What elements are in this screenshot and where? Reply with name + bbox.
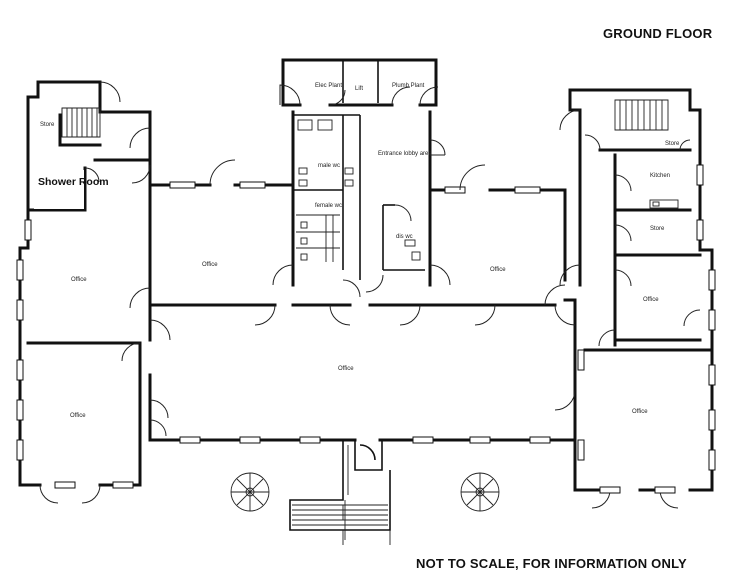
label-kitchen: Kitchen xyxy=(650,173,670,179)
main-office-doors xyxy=(149,304,576,437)
label-male-wc: male wc xyxy=(318,163,340,169)
spiral-right xyxy=(460,472,500,512)
label-office-right-small: Office xyxy=(643,297,659,303)
label-store-right-lower: Store xyxy=(650,226,665,232)
label-plumb-plant: Plumb Plant xyxy=(392,83,425,89)
left-stair xyxy=(61,107,101,138)
label-office-main: Office xyxy=(338,366,354,372)
left-wing-walls xyxy=(18,80,295,487)
plant-doors xyxy=(272,84,451,298)
right-center-doors xyxy=(459,164,566,306)
main-office-walls xyxy=(148,298,577,442)
left-wing-doors xyxy=(39,81,276,504)
room-labels: Elec Plant Lift Plumb Plant Store Shower… xyxy=(38,83,680,419)
right-stair xyxy=(614,99,669,131)
floor-title: GROUND FLOOR xyxy=(603,26,713,41)
label-elec-plant: Elec Plant xyxy=(315,83,342,89)
spiral-left xyxy=(230,472,270,512)
label-female-wc: female wc xyxy=(315,203,342,209)
entrance-ramp xyxy=(289,440,391,545)
label-office-center-left: Office xyxy=(202,262,218,268)
wc-cubicles xyxy=(296,119,446,262)
label-office-right-lower: Office xyxy=(632,409,648,415)
right-center-windows xyxy=(444,186,541,194)
right-wing-windows xyxy=(577,164,716,494)
label-entrance-lobby: Entrance lobby area xyxy=(378,151,432,157)
left-wing-windows xyxy=(16,181,266,489)
label-office-left-lower: Office xyxy=(70,413,86,419)
scale-note: NOT TO SCALE, FOR INFORMATION ONLY xyxy=(416,556,687,571)
label-office-left-upper: Office xyxy=(71,277,87,283)
shower-room-box xyxy=(34,170,84,209)
label-store-right: Store xyxy=(665,141,680,147)
central-core-walls xyxy=(281,58,438,287)
main-office-windows xyxy=(179,436,551,444)
right-wing-walls xyxy=(568,88,714,492)
label-lift: Lift xyxy=(355,86,363,92)
kitchen-fittings xyxy=(649,199,679,209)
label-office-center-right: Office xyxy=(490,267,506,273)
label-store-left: Store xyxy=(40,122,55,128)
label-dis-wc: dis wc xyxy=(396,234,413,240)
label-shower-room: Shower Room xyxy=(38,176,109,188)
